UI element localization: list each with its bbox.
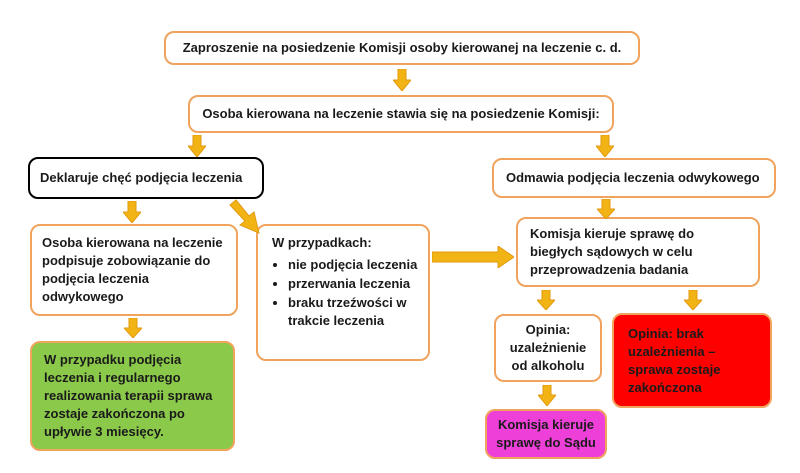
invitation-box: Zaproszenie na posiedzenie Komisji osoby… xyxy=(164,31,640,65)
case-item: braku trzeźwości w trakcie leczenia xyxy=(288,294,418,330)
refuses-box: Odmawia podjęcia leczenia odwykowego xyxy=(492,158,776,198)
declares-box: Deklaruje chęć podjęcia leczenia xyxy=(28,157,264,199)
appears-box: Osoba kierowana na leczenie stawia się n… xyxy=(188,95,614,133)
opinion-addicted-box: Opinia: uzależnienie od alkoholu xyxy=(494,314,602,382)
case-item: przerwania leczenia xyxy=(288,275,418,293)
down-arrow xyxy=(123,201,141,223)
down-arrow xyxy=(684,290,702,310)
appears-text: Osoba kierowana na leczenie stawia się n… xyxy=(202,106,600,121)
cases-title: W przypadkach: xyxy=(272,235,372,250)
opinion-not-text: Opinia: brak uzależnienia – sprawa zosta… xyxy=(628,326,721,395)
invitation-text: Zaproszenie na posiedzenie Komisji osoby… xyxy=(182,40,622,55)
court-box: Komisja kieruje sprawę do Sądu xyxy=(485,409,607,459)
experts-box: Komisja kieruje sprawę do biegłych sądow… xyxy=(516,217,760,287)
case-item: nie podjęcia leczenia xyxy=(288,256,418,274)
down-arrow xyxy=(393,69,411,91)
down-arrow xyxy=(596,135,614,157)
right-arrow xyxy=(432,246,514,268)
experts-text: Komisja kieruje sprawę do biegłych sądow… xyxy=(530,226,695,277)
signs-box: Osoba kierowana na leczenie podpisuje zo… xyxy=(30,224,238,316)
declares-text: Deklaruje chęć podjęcia leczenia xyxy=(40,170,243,185)
completed-text: W przypadku podjęcia leczenia i regularn… xyxy=(44,352,213,439)
court-text: Komisja kieruje sprawę do Sądu xyxy=(496,417,596,450)
cases-list: nie podjęcia leczenia przerwania leczeni… xyxy=(272,256,418,330)
down-arrow xyxy=(124,318,142,338)
opinion-addicted-text: Opinia: uzależnienie od alkoholu xyxy=(509,322,587,373)
down-arrow xyxy=(597,199,615,219)
down-arrow xyxy=(188,135,206,157)
down-arrow xyxy=(538,385,556,406)
opinion-not-box: Opinia: brak uzależnienia – sprawa zosta… xyxy=(612,313,772,408)
diagonal-arrow xyxy=(229,199,260,234)
down-arrow xyxy=(537,290,555,310)
completed-box: W przypadku podjęcia leczenia i regularn… xyxy=(30,341,235,451)
cases-box: W przypadkach: nie podjęcia leczenia prz… xyxy=(256,224,430,361)
signs-text: Osoba kierowana na leczenie podpisuje zo… xyxy=(42,235,223,304)
refuses-text: Odmawia podjęcia leczenia odwykowego xyxy=(506,170,760,185)
